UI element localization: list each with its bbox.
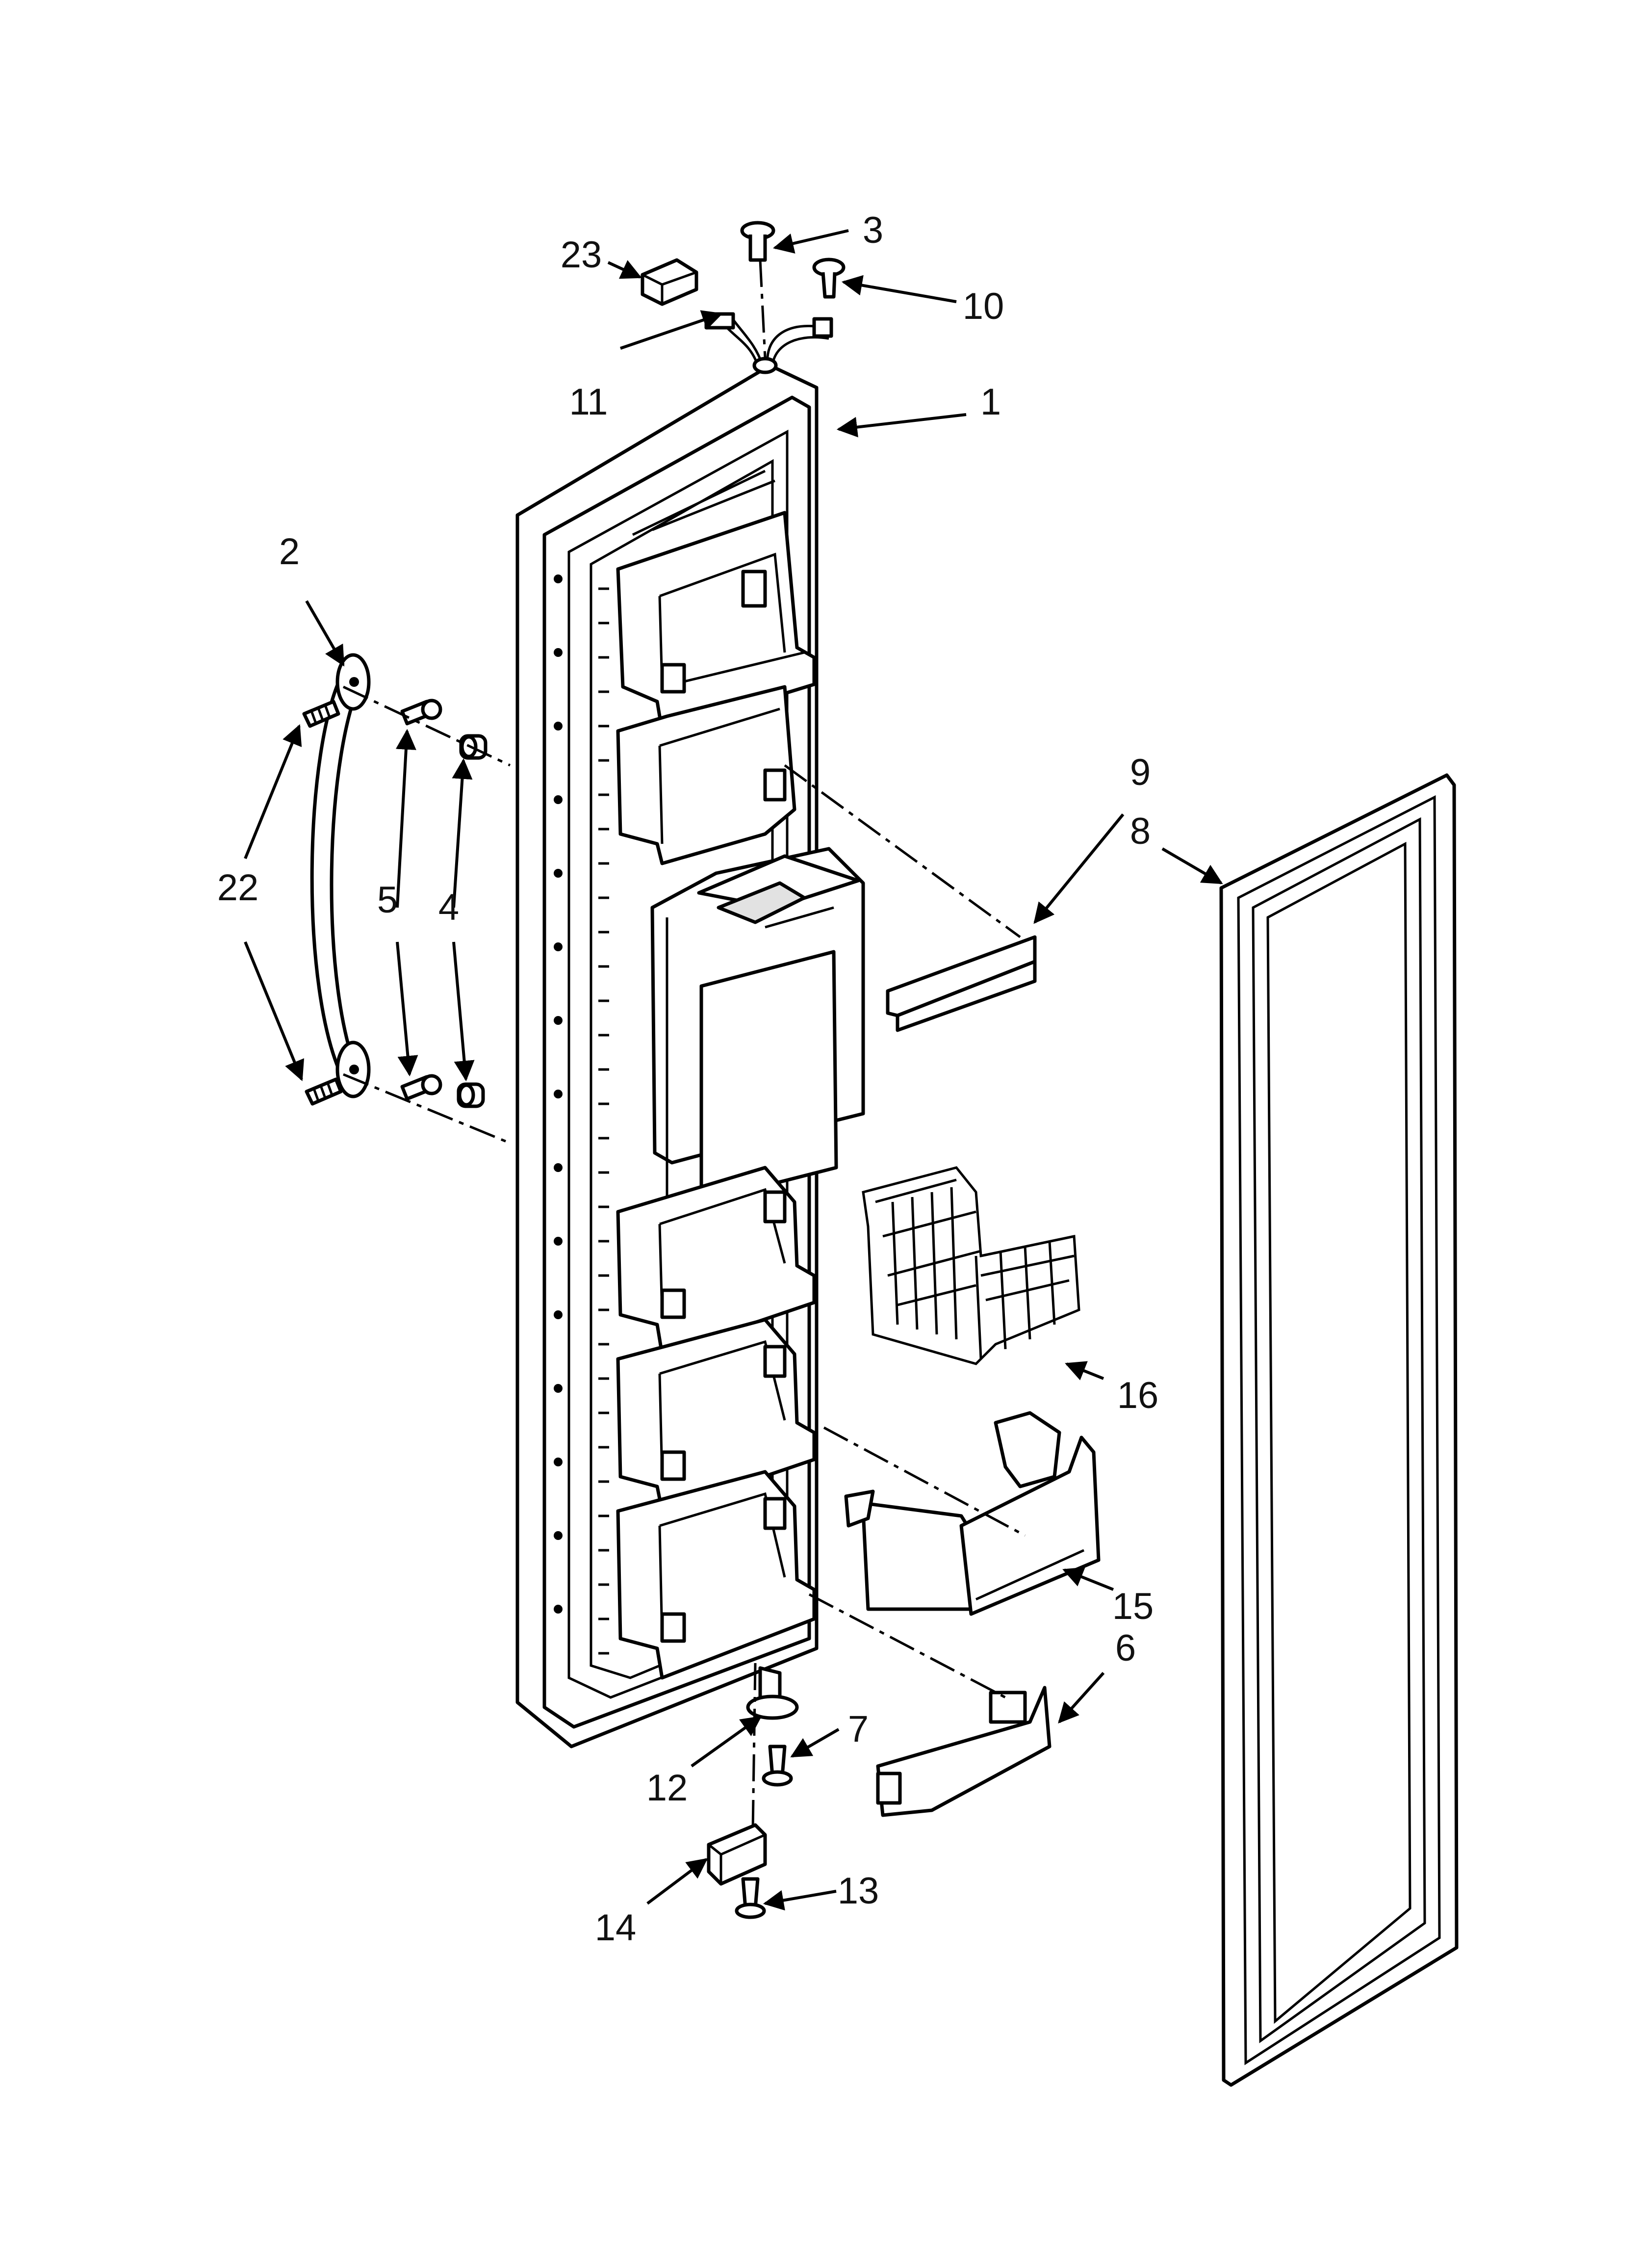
connector-block — [641, 258, 698, 306]
callout-3: 3 — [863, 209, 883, 251]
callout-4: 4 — [438, 886, 459, 928]
wire-basket — [862, 1166, 1080, 1365]
hinge-screw-7 — [762, 1745, 793, 1787]
callout-14: 14 — [595, 1907, 637, 1949]
door-assembly — [515, 364, 865, 1748]
callout-8: 8 — [1130, 810, 1151, 852]
top-screw — [812, 258, 846, 299]
callout-22: 22 — [217, 867, 259, 909]
hinge-screw-13 — [735, 1877, 766, 1919]
lower-bin — [844, 1411, 1101, 1616]
callout-12: 12 — [646, 1767, 688, 1809]
callout-2: 2 — [279, 531, 300, 573]
callout-labels: 1 2 3 4 5 6 7 8 9 10 11 12 13 14 15 16 2… — [217, 209, 1159, 1949]
plug-button — [740, 221, 775, 262]
hinge-bracket-14 — [707, 1823, 767, 1886]
callout-5: 5 — [377, 879, 398, 921]
callout-15: 15 — [1112, 1586, 1154, 1627]
handle-screw-top — [302, 700, 340, 728]
door-gasket — [1219, 773, 1459, 2087]
callout-13: 13 — [838, 1870, 879, 1912]
door-shelf-small — [876, 1686, 1052, 1817]
callout-7: 7 — [848, 1708, 869, 1750]
callout-23: 23 — [561, 234, 602, 276]
leader-lines — [244, 229, 1223, 1911]
callout-1: 1 — [980, 381, 1001, 423]
callout-6: 6 — [1115, 1627, 1136, 1669]
screw-5-top — [400, 699, 442, 726]
callout-10: 10 — [963, 286, 1004, 327]
screw-5-bottom — [400, 1074, 442, 1101]
callout-11: 11 — [569, 381, 608, 423]
hinge-pin — [746, 1666, 799, 1720]
wire-harness — [704, 312, 833, 374]
spacer-4-bottom — [457, 1082, 485, 1108]
callout-9: 9 — [1130, 752, 1151, 793]
door-rivets — [554, 574, 563, 1614]
callout-16: 16 — [1117, 1375, 1159, 1416]
handle-screw-bottom — [305, 1077, 343, 1106]
trim-strip — [886, 935, 1037, 1032]
